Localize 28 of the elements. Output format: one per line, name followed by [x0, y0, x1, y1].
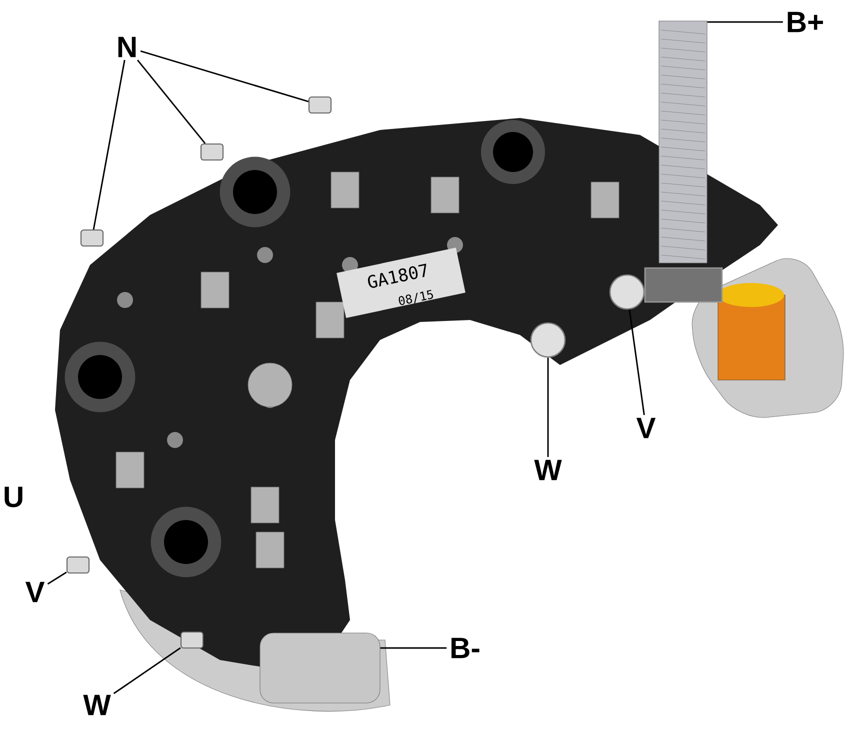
leader-line	[136, 60, 206, 144]
terminal-bolt	[644, 20, 723, 303]
date-code: 08/15	[398, 290, 434, 306]
terminal-label: N	[118, 36, 136, 58]
leader-line	[92, 60, 126, 230]
terminal-clip	[80, 229, 104, 247]
terminal-label: B-	[452, 638, 480, 658]
part-number: GA1807	[368, 264, 426, 288]
terminal-label: V	[636, 418, 656, 438]
leader-line	[140, 50, 309, 102]
terminal-clip	[308, 96, 332, 114]
terminal-stud	[609, 274, 645, 310]
leader-line	[707, 21, 783, 23]
leader-line	[47, 572, 67, 585]
leader-line	[113, 647, 181, 694]
terminal-label: B+	[788, 12, 823, 32]
terminal-clip	[200, 143, 224, 161]
leader-line	[628, 309, 645, 416]
terminal-label: V	[25, 582, 45, 602]
terminal-clip	[66, 556, 90, 574]
terminal-label: U	[4, 486, 22, 508]
terminal-label: W	[83, 694, 111, 716]
heat-sink-plate	[260, 632, 380, 704]
terminal-clip	[180, 631, 204, 649]
leader-line	[380, 647, 447, 649]
terminal-label: W	[534, 460, 562, 480]
terminal-stud	[530, 322, 566, 358]
leader-line	[547, 358, 549, 457]
